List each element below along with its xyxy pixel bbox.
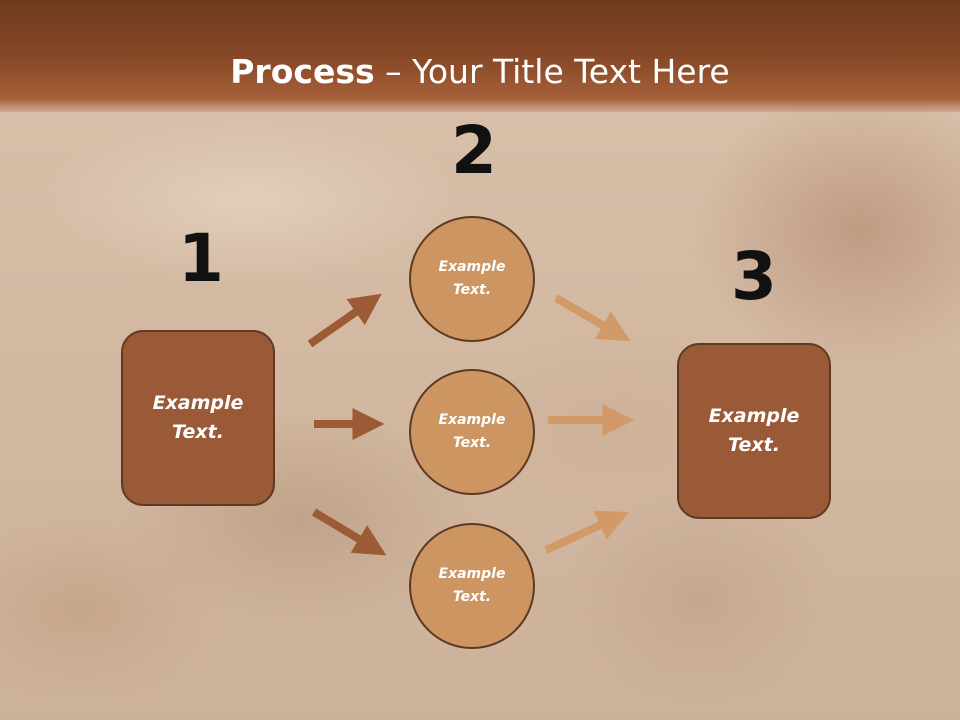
left-box-line1: Example (152, 392, 244, 414)
step-number-2: 2 (451, 112, 497, 189)
right-box-line1: Example (708, 405, 800, 427)
circle-bottom-line2: Text. (452, 589, 492, 605)
title-dash: – (374, 52, 413, 91)
title-bar (0, 0, 960, 112)
right-step-box: Example Text. (677, 343, 831, 519)
circle-middle-line2: Text. (452, 435, 492, 451)
arrow-from-top (553, 294, 631, 342)
left-step-box: Example Text. (121, 330, 275, 506)
step-number-1: 1 (178, 220, 224, 297)
arrow-from-bottom (544, 510, 630, 554)
right-box-line2: Text. (728, 434, 780, 456)
title-bold: Process (230, 52, 375, 91)
circle-top: Example Text. (409, 216, 535, 342)
circle-middle: Example Text. (409, 369, 535, 495)
arrow-to-bottom (311, 508, 387, 556)
slide-title: Process – Your Title Text Here (0, 52, 960, 91)
circle-bottom-line1: Example (438, 566, 506, 582)
circle-middle-line1: Example (438, 412, 506, 428)
circle-bottom: Example Text. (409, 523, 535, 649)
circle-top-line1: Example (438, 259, 506, 275)
arrow-to-top (307, 293, 382, 348)
left-box-line2: Text. (172, 421, 224, 443)
title-rest: Your Title Text Here (412, 52, 730, 91)
circle-top-line2: Text. (452, 282, 492, 298)
step-number-3: 3 (731, 238, 777, 315)
